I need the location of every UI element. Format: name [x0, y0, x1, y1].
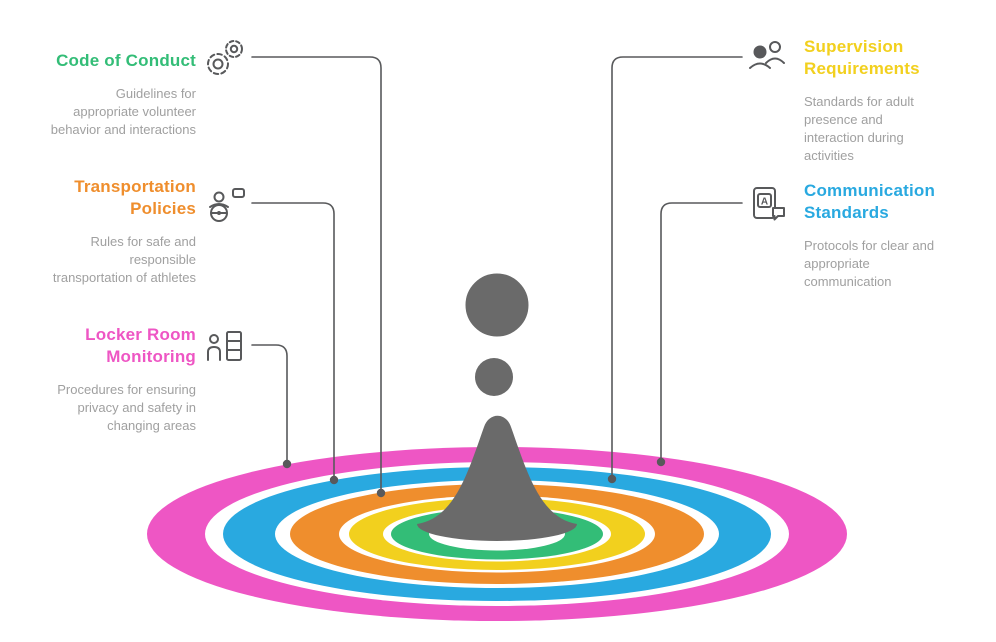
device-outline: [753, 187, 776, 219]
droplet-large: [462, 270, 532, 340]
gear-large-hub: [212, 58, 224, 70]
connector-communication: [660, 202, 743, 459]
speech-bubble: [772, 207, 785, 221]
dot-supervision: [607, 474, 617, 484]
person-head: [209, 334, 219, 344]
dot-code-of-conduct: [376, 488, 386, 498]
letter-frame: [757, 193, 772, 208]
connector-lines: [251, 56, 743, 490]
item-communication-standards-description: Protocols for clear and appropriate comm…: [804, 237, 935, 289]
item-transportation-policies-description: Rules for safe and responsible transport…: [52, 233, 196, 285]
item-code-of-conduct-description: Guidelines for appropriate volunteer beh…: [50, 85, 196, 138]
item-communication-standards: Communication Standards Protocols for cl…: [804, 180, 964, 291]
letter-a-glyph: A: [761, 197, 768, 208]
gear-small-hub: [229, 44, 239, 54]
gear-large: [207, 53, 229, 75]
driver-icon: [209, 188, 245, 222]
adult-back-shoulders: [765, 57, 785, 64]
dot-communication: [656, 457, 666, 467]
connector-transportation: [251, 202, 335, 477]
gear-small: [225, 40, 243, 58]
person-body: [207, 346, 221, 361]
driver-head: [213, 191, 225, 203]
item-code-of-conduct: Code of Conduct Guidelines for appropria…: [28, 50, 196, 139]
connector-code-of-conduct: [251, 56, 382, 490]
locker-icon: [207, 331, 242, 361]
droplet-small: [475, 358, 513, 396]
item-locker-room-monitoring: Locker Room Monitoring Procedures for en…: [20, 324, 196, 435]
gears-icon: [207, 40, 243, 75]
connector-dots: [282, 457, 666, 498]
steering-wheel-hub: [217, 211, 221, 215]
item-transportation-policies-title: Transportation Policies: [74, 177, 196, 218]
mirror: [232, 188, 245, 198]
adult-back-head: [769, 41, 781, 53]
item-supervision-requirements: Supervision Requirements Standards for a…: [804, 36, 954, 165]
connector-locker-room: [251, 344, 288, 461]
dot-locker-room: [282, 459, 292, 469]
water-splash: [417, 270, 577, 541]
adult-front-shoulders: [749, 62, 771, 69]
adult-front-head: [753, 45, 767, 59]
item-code-of-conduct-title: Code of Conduct: [56, 51, 196, 70]
locker-cabinet: [226, 331, 242, 361]
item-communication-standards-title: Communication Standards: [804, 181, 936, 222]
item-supervision-requirements-title: Supervision Requirements: [804, 37, 920, 78]
item-locker-room-monitoring-title: Locker Room Monitoring: [85, 325, 196, 366]
item-transportation-policies: Transportation Policies Rules for safe a…: [28, 176, 196, 287]
splash-mound: [417, 415, 577, 541]
dot-transportation: [329, 475, 339, 485]
item-locker-room-monitoring-description: Procedures for ensuring privacy and safe…: [57, 381, 196, 433]
connector-supervision: [611, 56, 743, 476]
item-supervision-requirements-description: Standards for adult presence and interac…: [804, 93, 914, 164]
supervision-icon: [749, 41, 785, 69]
communication-icon: A: [753, 187, 785, 221]
